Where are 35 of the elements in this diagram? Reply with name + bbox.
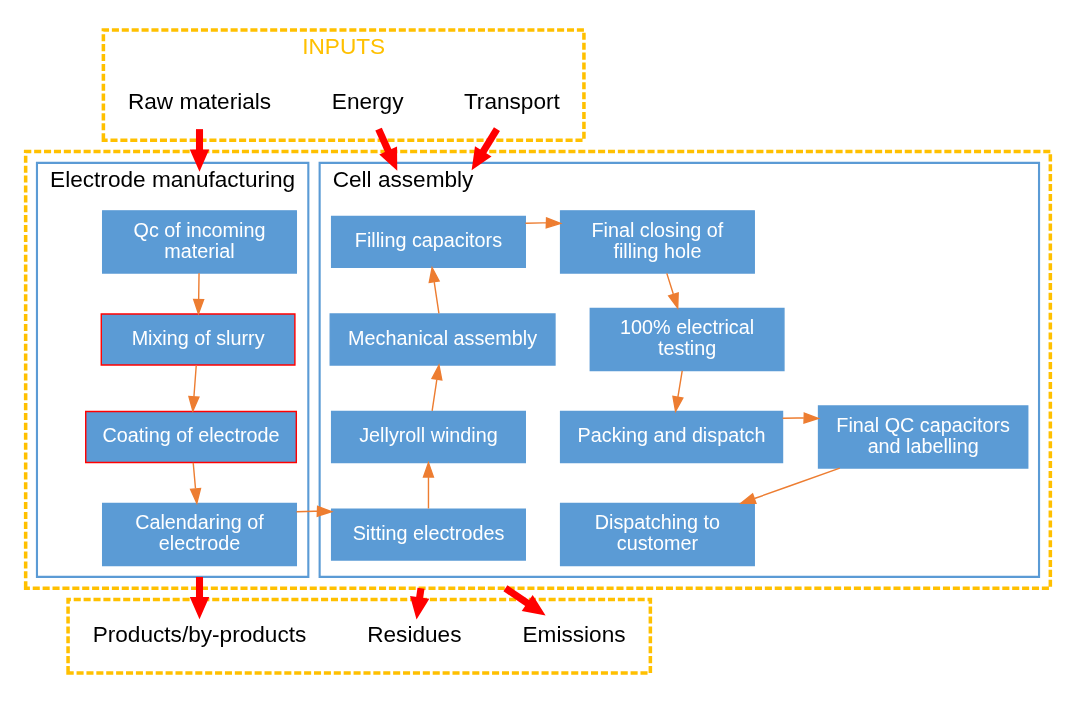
arrow	[428, 265, 441, 314]
arrow	[192, 272, 205, 316]
node-text: Raw materials	[127, 88, 272, 114]
arrow	[375, 127, 398, 171]
node-box: Sitting electrodes	[330, 507, 526, 561]
arrow	[672, 369, 684, 413]
node-box: Mechanical assembly	[329, 312, 556, 366]
node-box: Packing and dispatch	[559, 410, 784, 463]
node-box: Dispatching to customer	[559, 502, 755, 566]
arrow	[471, 126, 500, 170]
node-box: Calendaring of electrode	[101, 502, 298, 566]
arrow	[781, 411, 821, 424]
node-box: Mixing of slurry	[100, 312, 296, 366]
arrow	[524, 216, 563, 229]
arrow	[430, 362, 443, 412]
arrow	[295, 504, 334, 517]
node-text: Transport	[463, 88, 560, 114]
node-text: Products/by-products	[92, 621, 307, 647]
arrow	[422, 460, 435, 509]
arrow	[189, 461, 202, 505]
node-box: Filling capacitors	[330, 215, 526, 268]
node-box: Jellyroll winding	[330, 410, 526, 463]
node-text: Emissions	[522, 621, 626, 647]
node-box: Final closing of filling hole	[559, 209, 755, 274]
node-box: Qc of incoming material	[101, 209, 298, 274]
arrow	[503, 584, 546, 616]
node-text: Residues	[367, 621, 462, 647]
node-box: Coating of electrode	[85, 410, 298, 463]
node-box: 100% electrical testing	[589, 307, 785, 371]
arrow	[666, 272, 679, 310]
arrow	[189, 128, 210, 172]
node-text: Energy	[331, 88, 404, 114]
arrow	[188, 364, 200, 413]
node-box: Final QC capacitors and labelling	[817, 404, 1029, 469]
arrow	[738, 466, 841, 504]
